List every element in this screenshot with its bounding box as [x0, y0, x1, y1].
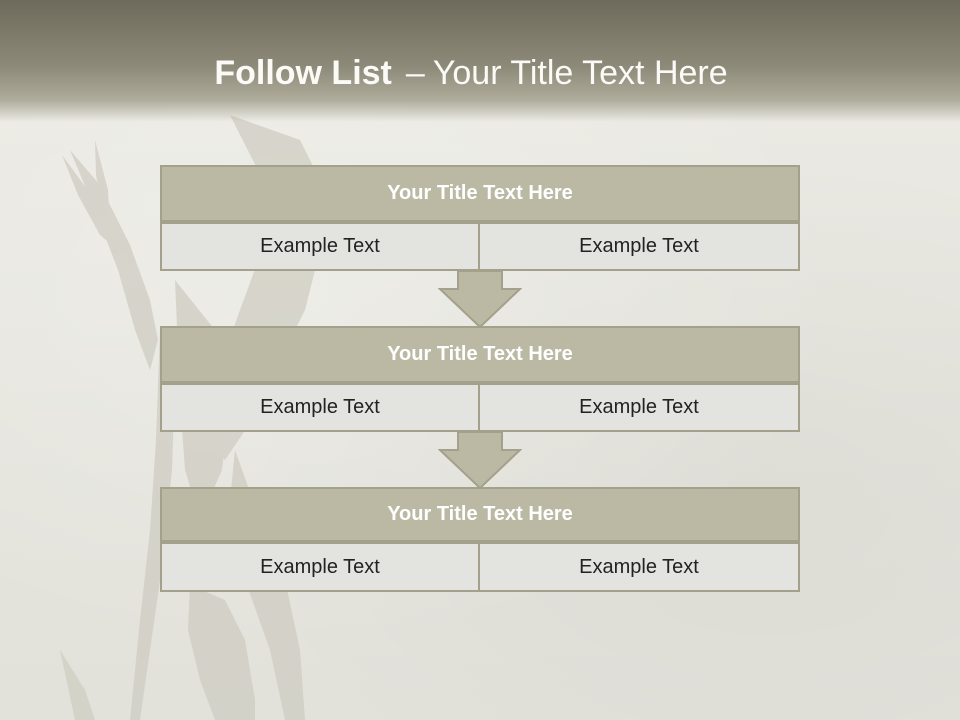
block-title: Your Title Text Here — [160, 326, 800, 383]
block-title: Your Title Text Here — [160, 487, 800, 542]
page-title: Follow List–Your Title Text Here — [0, 54, 942, 93]
block-title: Your Title Text Here — [160, 165, 800, 222]
example-text-left: Example Text — [160, 383, 480, 432]
title-sub: Your Title Text Here — [432, 54, 728, 92]
header-band — [0, 0, 960, 122]
arrow-down-icon — [438, 271, 522, 329]
example-text-right: Example Text — [480, 542, 800, 592]
title-separator: – — [405, 54, 425, 92]
example-text-right: Example Text — [480, 222, 800, 271]
arrow-down-icon — [438, 432, 522, 490]
example-text-right: Example Text — [480, 383, 800, 432]
example-text-left: Example Text — [160, 222, 480, 271]
title-main: Follow List — [214, 54, 392, 92]
example-text-left: Example Text — [160, 542, 480, 592]
